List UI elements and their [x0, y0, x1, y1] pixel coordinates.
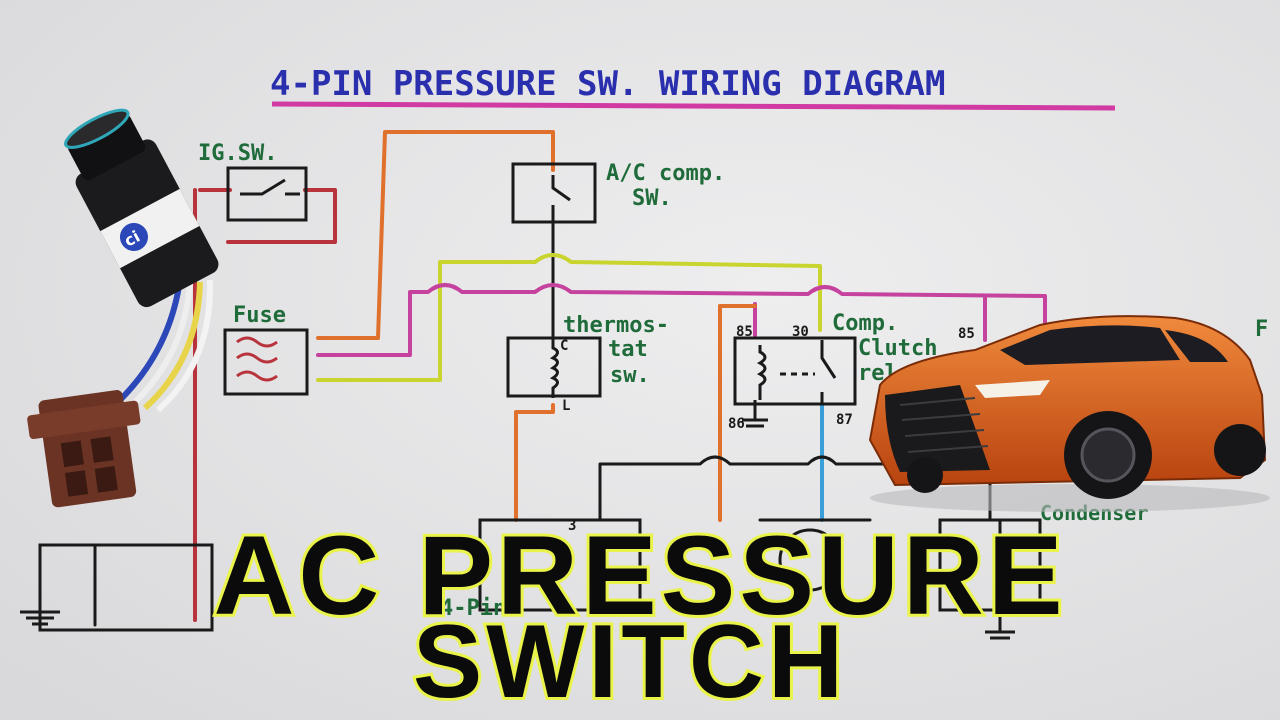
car-illustration	[868, 315, 1270, 512]
thermostat-coil	[549, 340, 559, 398]
ground-right	[985, 630, 1015, 640]
ac-comp-switch-box	[511, 162, 597, 224]
fuse-elements	[236, 336, 278, 382]
label-fan-r: F	[1255, 317, 1268, 342]
wire-yellow	[316, 253, 822, 382]
ig-switch-box	[226, 166, 308, 222]
condenser-fan-box	[938, 518, 1042, 612]
wire-magenta	[316, 283, 1047, 357]
sensor-logo-badge	[119, 222, 148, 251]
car-windshield	[1000, 325, 1180, 365]
label-thermostat-2: tat	[608, 337, 648, 362]
label-pin-3: 3	[568, 518, 576, 534]
connector-pin-3	[65, 470, 89, 497]
car-front-left-wheel	[907, 457, 943, 493]
wire-red-ig-loop	[226, 188, 337, 244]
bottom-left-box	[38, 543, 214, 632]
components	[20, 162, 1042, 640]
label-pin-85b: 85	[958, 326, 975, 342]
sensor-label-band	[100, 188, 200, 269]
sensor-wire-blue	[117, 279, 183, 403]
connector-pin-2	[90, 436, 114, 463]
wire-orange-thermo	[514, 403, 555, 522]
label-ig-sw: IG.SW.	[198, 141, 277, 166]
compressor-clutch-circle	[778, 528, 842, 592]
relay-coil	[756, 345, 767, 400]
ground-86	[742, 400, 768, 428]
pressure-sensor-illustration: ci	[27, 108, 219, 508]
ig-switch-contact	[240, 178, 300, 196]
sensor-wire-white	[129, 281, 193, 408]
car-side-window	[1165, 330, 1228, 362]
ac-comp-switch-contact	[551, 175, 571, 215]
label-pin-85a: 85	[736, 324, 753, 340]
label-thermostat-3: sw.	[610, 363, 650, 388]
wire-orange-supply	[316, 130, 555, 340]
headline-line-2: SWITCH	[410, 604, 848, 720]
car-shadow	[870, 484, 1270, 512]
car-grille-pattern	[899, 397, 989, 453]
label-pin-87: 87	[836, 412, 853, 428]
label-pin-86: 86	[728, 416, 745, 432]
car-front-rim	[1080, 427, 1136, 483]
label-comp-relay-1: Comp.	[832, 311, 898, 336]
label-coil-c: C	[560, 338, 568, 354]
label-four-pin: 4-Pin	[440, 596, 506, 621]
comp-relay-box	[733, 336, 857, 406]
label-thermostat-1: thermos-	[563, 313, 669, 338]
car-grille	[885, 385, 990, 472]
label-comp-relay-2: Clutch	[858, 336, 937, 361]
diagram-title: 4-PIN PRESSURE SW. WIRING DIAGRAM	[270, 64, 946, 104]
headline-line-1: AC PRESSURE	[210, 513, 1067, 638]
sensor-port	[64, 108, 130, 149]
relay-contact	[820, 340, 837, 405]
label-coil-l: L	[562, 398, 570, 414]
sensor-wire-white-2	[156, 279, 214, 413]
label-ac-comp-2: SW.	[632, 186, 672, 211]
car-headlight	[975, 380, 1050, 398]
label-fuse: Fuse	[233, 303, 286, 328]
label-ac-comp-1: A/C comp.	[606, 161, 725, 186]
connector-pin-1	[60, 440, 84, 468]
fuse-block	[223, 328, 309, 396]
four-pin-switch-box	[478, 518, 642, 612]
car-rear-wheel	[1214, 424, 1266, 476]
connector-latch	[27, 400, 141, 440]
sensor-cap	[68, 114, 146, 181]
wire-black-bus	[598, 455, 992, 522]
label-pin-30: 30	[792, 324, 809, 340]
connector-pin-4	[94, 466, 118, 493]
sensor-wire-yellow	[142, 281, 203, 411]
title-underline	[271, 101, 1116, 111]
